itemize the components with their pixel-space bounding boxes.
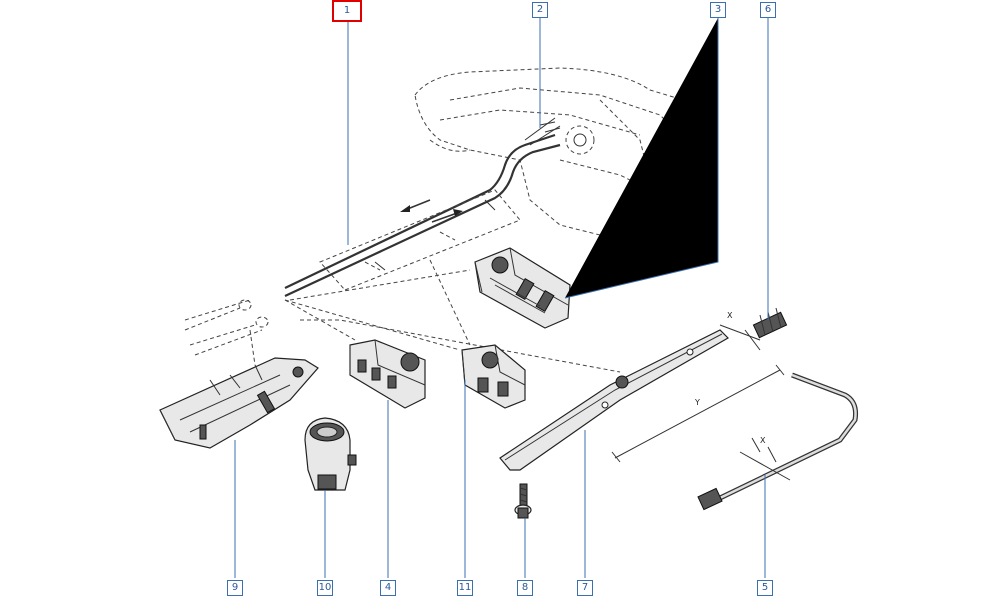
- dim-y: Y: [694, 398, 700, 407]
- callout-7[interactable]: 7: [577, 580, 593, 596]
- part-7-rail: [499, 329, 729, 471]
- part-10-connector: [304, 417, 357, 491]
- callout-8[interactable]: 8: [517, 580, 533, 596]
- part-8-bolt: [514, 483, 532, 519]
- callout-6[interactable]: 6: [760, 2, 776, 18]
- callout-9[interactable]: 9: [227, 580, 243, 596]
- callout-5[interactable]: 5: [757, 580, 773, 596]
- callout-10[interactable]: 10: [317, 580, 333, 596]
- callout-2[interactable]: 2: [532, 2, 548, 18]
- leader-lines: [234, 18, 769, 578]
- dim-x-top: X: [727, 311, 733, 320]
- dim-x-pipe: X: [760, 436, 766, 445]
- part-5-pipe: [697, 372, 858, 511]
- part-3-clip-block: [474, 247, 571, 329]
- fuel-pipes: [284, 117, 561, 297]
- dimension-lines: [611, 324, 791, 481]
- part-4-clip-block: [349, 339, 426, 409]
- callout-1[interactable]: 1: [332, 0, 362, 22]
- callout-3[interactable]: 3: [710, 2, 726, 18]
- part-11-clip: [461, 344, 526, 409]
- part-6-union: [752, 307, 788, 339]
- part-9-bracket: [159, 357, 319, 449]
- assembly-pointers: [184, 259, 621, 373]
- callout-11[interactable]: 11: [457, 580, 473, 596]
- callout-4[interactable]: 4: [380, 580, 396, 596]
